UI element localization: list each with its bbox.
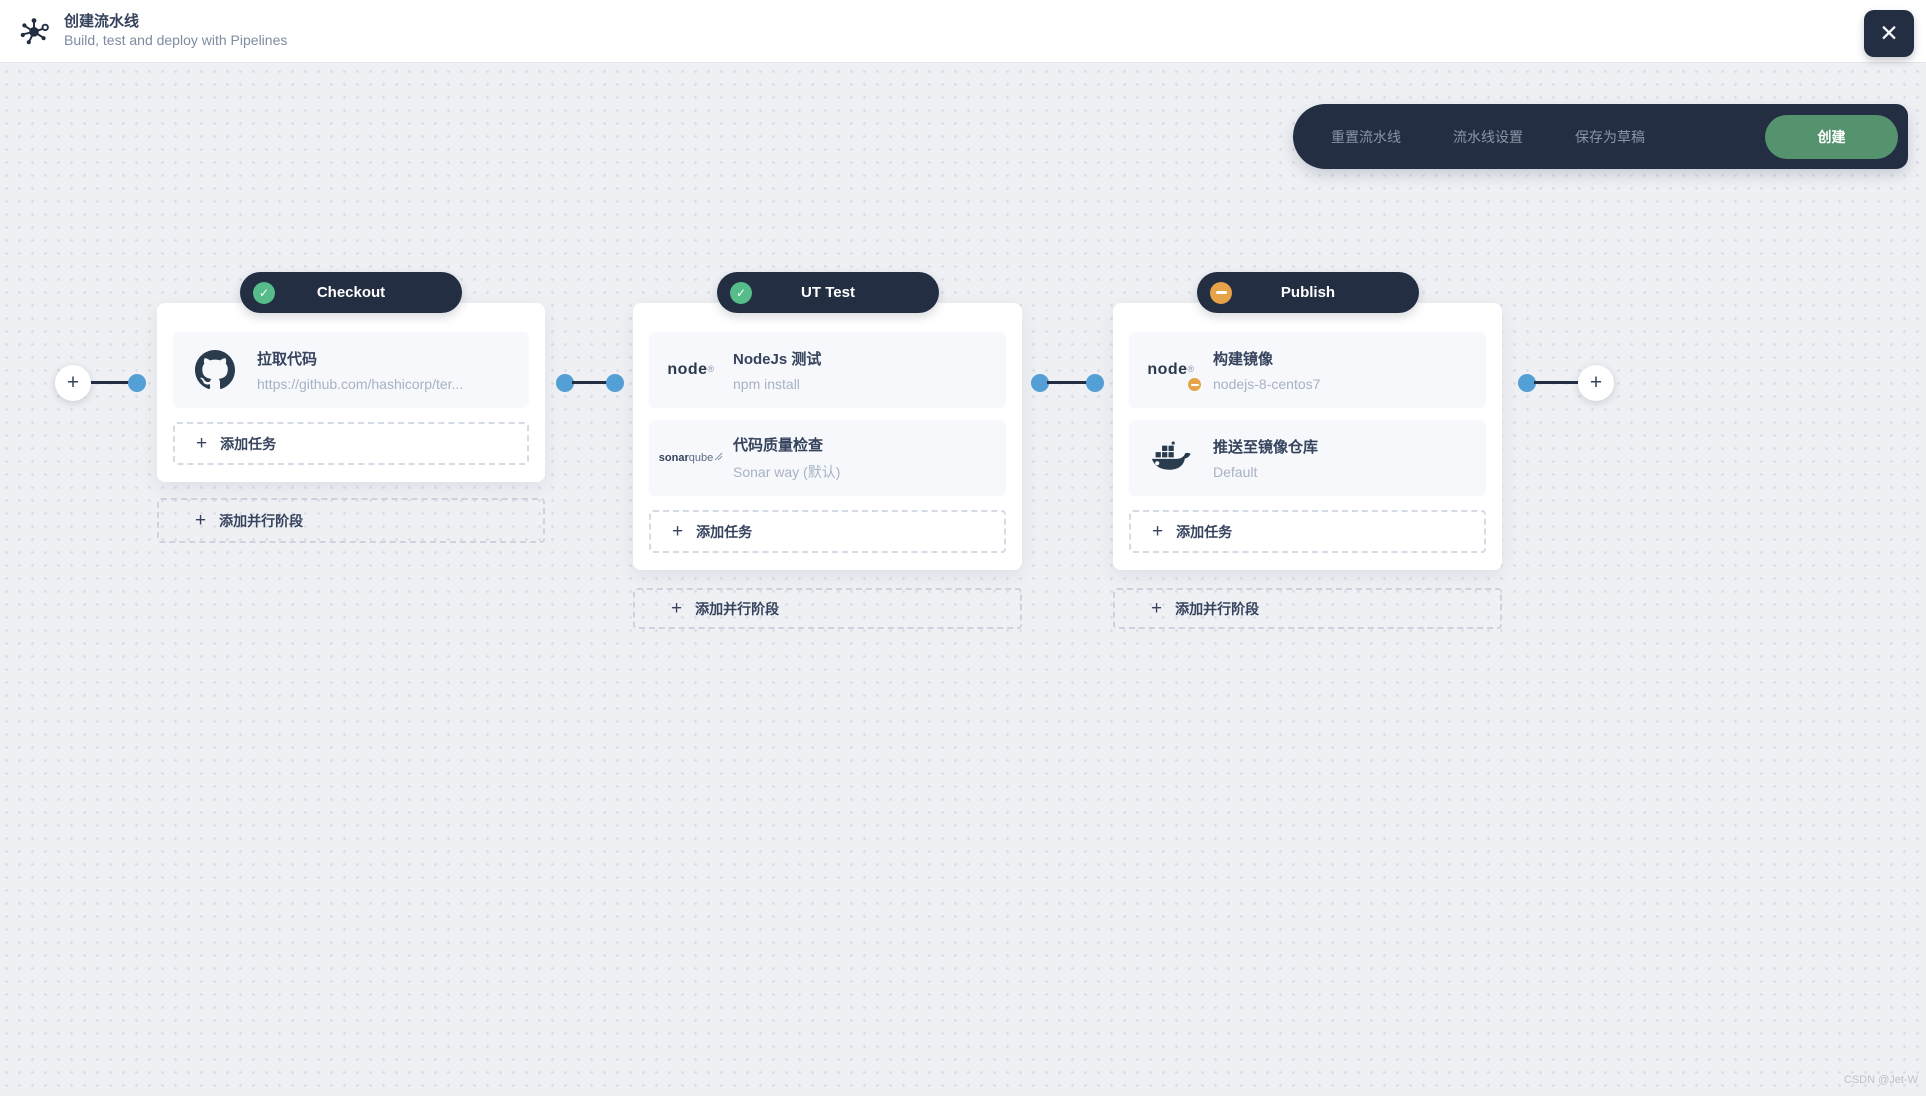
add-parallel-stage-button[interactable]: + 添加并行阶段 <box>157 498 545 543</box>
task-subtitle: Sonar way (默认) <box>733 464 841 480</box>
plus-icon: + <box>196 433 208 454</box>
task-subtitle: npm install <box>733 376 800 392</box>
add-task-button[interactable]: + 添加任务 <box>1129 510 1486 553</box>
header: 创建流水线 Build, test and deploy with Pipeli… <box>0 0 1926 62</box>
connector-dot <box>128 374 146 392</box>
status-pending-icon <box>1210 281 1232 304</box>
task-subtitle: nodejs-8-centos7 <box>1213 376 1321 392</box>
connector-line <box>1534 381 1580 384</box>
task-subtitle: Default <box>1213 464 1258 480</box>
connector-dot <box>1518 374 1536 392</box>
page-subtitle: Build, test and deploy with Pipelines <box>64 32 288 48</box>
nodejs-logo: node® <box>667 361 715 378</box>
plus-icon: + <box>195 510 207 531</box>
stage-header-ut-test[interactable]: ✓ UT Test <box>717 272 939 313</box>
connector-dot <box>556 374 574 392</box>
page-title: 创建流水线 <box>64 13 140 30</box>
add-stage-right-button[interactable]: + <box>1578 365 1614 401</box>
create-button[interactable]: 创建 <box>1765 114 1898 159</box>
task-row-code-quality[interactable]: sonarqube 代码质量检查 Sonar way (默认) <box>649 420 1006 496</box>
pipeline-settings-button[interactable]: 流水线设置 <box>1453 128 1523 145</box>
task-title: NodeJs 测试 <box>733 351 822 368</box>
docker-icon <box>1145 440 1197 476</box>
connector-line <box>1047 381 1087 384</box>
plus-icon: + <box>672 521 684 542</box>
connector-line <box>572 381 608 384</box>
stage-card-ut-test: node® NodeJs 测试 npm install sonarqube 代码… <box>633 303 1022 570</box>
add-parallel-stage-button[interactable]: + 添加并行阶段 <box>1113 588 1502 629</box>
connector-dot <box>1086 374 1104 392</box>
connector-dot <box>1031 374 1049 392</box>
task-row-build-image[interactable]: node® 构建镜像 nodejs-8-centos7 <box>1129 332 1486 408</box>
task-row-push-image[interactable]: 推送至镜像仓库 Default <box>1129 420 1486 496</box>
task-title: 代码质量检查 <box>733 437 824 454</box>
pipeline-logo-icon <box>18 15 50 47</box>
sonarqube-logo: sonarqube <box>659 452 723 464</box>
stage-header-checkout[interactable]: ✓ Checkout <box>240 272 462 313</box>
task-title: 构建镜像 <box>1213 351 1274 368</box>
github-icon <box>189 350 241 390</box>
stage-header-publish[interactable]: Publish <box>1197 272 1419 313</box>
add-task-button[interactable]: + 添加任务 <box>173 422 529 465</box>
close-button[interactable]: ✕ <box>1864 10 1914 57</box>
plus-icon: + <box>1152 521 1164 542</box>
plus-icon: + <box>671 598 683 619</box>
close-icon: ✕ <box>1879 20 1899 47</box>
status-success-icon: ✓ <box>253 281 275 304</box>
nodejs-logo: node® <box>1145 361 1203 393</box>
stage-card-publish: node® 构建镜像 nodejs-8-centos7 <box>1113 303 1502 570</box>
toolbar: 重置流水线 流水线设置 保存为草稿 创建 <box>1293 104 1908 169</box>
task-title: 拉取代码 <box>257 351 318 368</box>
add-parallel-stage-button[interactable]: + 添加并行阶段 <box>633 588 1022 629</box>
task-title: 推送至镜像仓库 <box>1213 439 1319 456</box>
status-pending-badge-icon <box>1186 376 1203 393</box>
task-row-nodejs-test[interactable]: node® NodeJs 测试 npm install <box>649 332 1006 408</box>
stage-name: Checkout <box>316 284 386 301</box>
plus-icon: + <box>1589 371 1603 394</box>
status-success-icon: ✓ <box>730 281 752 304</box>
reset-pipeline-button[interactable]: 重置流水线 <box>1331 128 1401 145</box>
watermark: CSDN @Jet-W <box>1843 1074 1918 1086</box>
stage-name: UT Test <box>801 284 855 301</box>
plus-icon: + <box>66 371 80 394</box>
connector-dot <box>606 374 624 392</box>
save-draft-button[interactable]: 保存为草稿 <box>1575 128 1645 145</box>
connector-line <box>88 381 134 384</box>
plus-icon: + <box>1151 598 1163 619</box>
add-stage-left-button[interactable]: + <box>55 365 91 401</box>
stage-card-checkout: 拉取代码 https://github.com/hashicorp/ter...… <box>157 303 545 482</box>
add-task-button[interactable]: + 添加任务 <box>649 510 1006 553</box>
stage-name: Publish <box>1280 284 1336 301</box>
task-row-pull-code[interactable]: 拉取代码 https://github.com/hashicorp/ter... <box>173 332 529 408</box>
task-subtitle: https://github.com/hashicorp/ter... <box>257 376 464 392</box>
